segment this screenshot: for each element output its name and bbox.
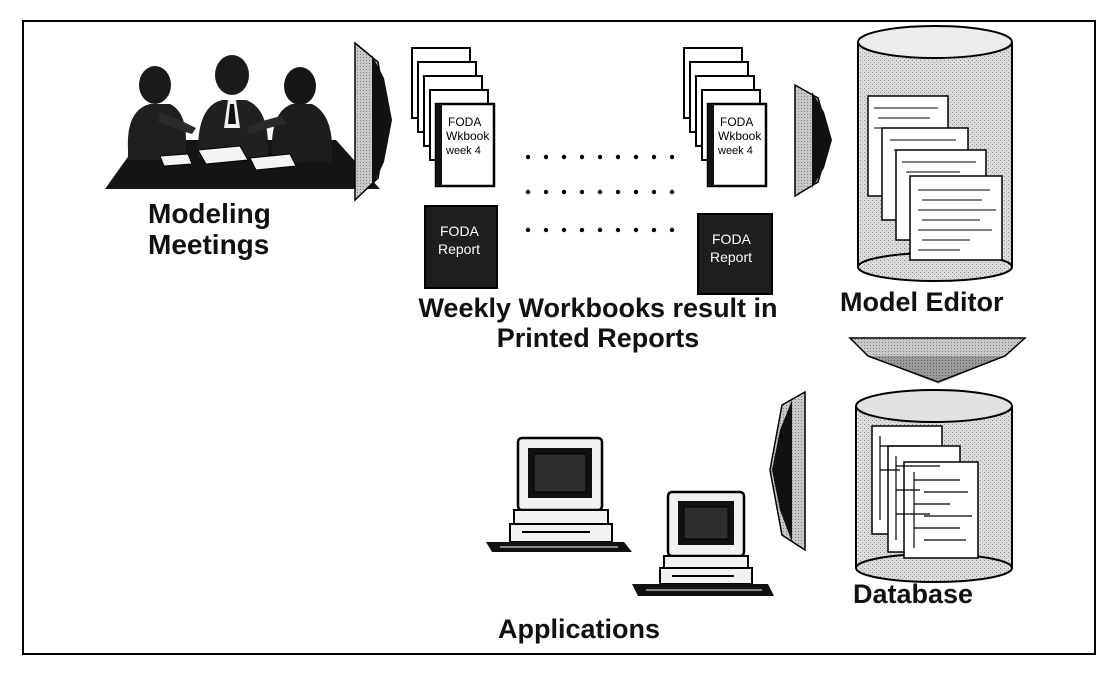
label-line: Meetings [148, 229, 270, 261]
workbook-stack-icon: FODA Wkbook week 4 [683, 47, 768, 188]
report-icon: FODA Report [424, 205, 498, 289]
applications-label: Applications [498, 614, 661, 644]
computer-icon [632, 490, 774, 596]
computer-icon [486, 436, 632, 552]
database-cylinder-icon [857, 25, 1013, 282]
report-title: FODA [440, 223, 480, 239]
database-cylinder-icon [855, 389, 1013, 583]
label-line: Modeling [148, 198, 271, 229]
workbook-line: Wkbook [718, 129, 762, 143]
workbook-line: week 4 [717, 145, 753, 157]
workbook-stack-icon: FODA Wkbook week 4 [411, 47, 496, 188]
label-line: Weekly Workbooks result in [418, 293, 778, 323]
arrow-icon [848, 337, 1027, 384]
report-subtitle: Report [438, 241, 480, 257]
report-title: FODA [712, 231, 752, 247]
label-line: Printed Reports [496, 323, 700, 354]
arrow-icon [794, 83, 832, 198]
workbook-line: Wkbook [446, 129, 490, 143]
workbook-line: FODA [448, 115, 481, 129]
arrow-icon [354, 41, 392, 202]
weekly-workbooks-label: Weekly Workbooks result in Printed Repor… [368, 293, 828, 353]
meeting-people-icon [105, 55, 380, 189]
workbook-line: FODA [720, 115, 753, 129]
dotted-connectors [525, 154, 675, 233]
report-icon: FODA Report [697, 213, 773, 295]
model-editor-label: Model Editor [840, 287, 1004, 317]
arrow-icon [769, 390, 806, 552]
database-label: Database [853, 579, 974, 609]
report-subtitle: Report [710, 249, 752, 265]
modeling-meetings-label: Modeling Meetings [148, 198, 271, 261]
workbook-line: week 4 [445, 145, 481, 157]
